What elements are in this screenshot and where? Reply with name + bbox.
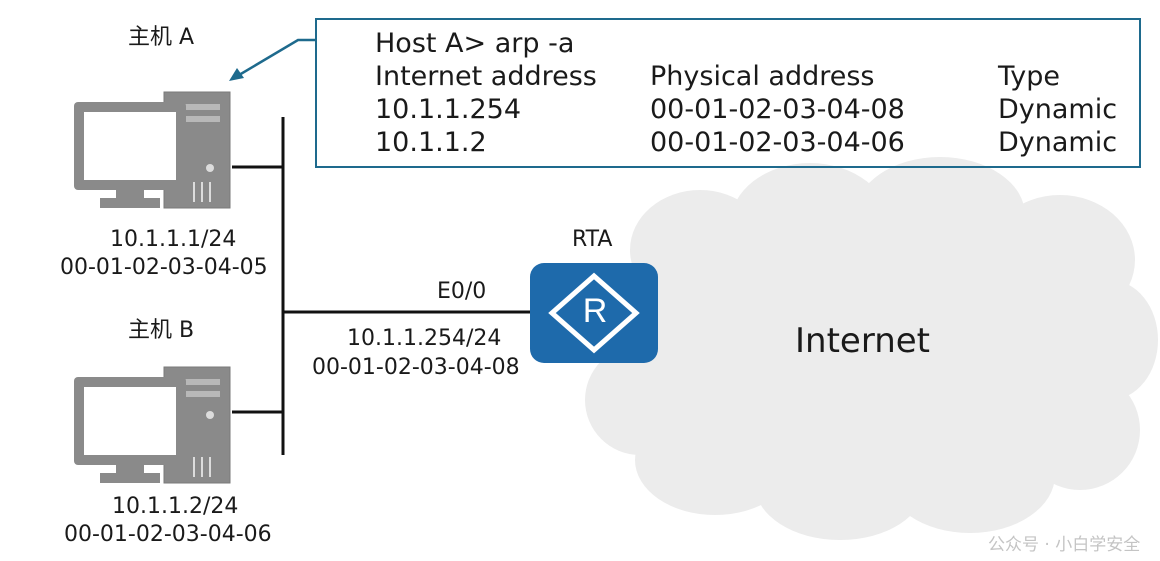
host-b-mac: 00-01-02-03-04-06 [64, 522, 272, 547]
router-icon-letter: R [582, 292, 608, 330]
arp-header-physical-address: Physical address [650, 61, 875, 92]
router-ip: 10.1.1.254/24 [347, 326, 502, 351]
arp-row-type: Dynamic [998, 127, 1118, 158]
arp-row-ip: 10.1.1.254 [375, 94, 521, 125]
arp-row-mac: 00-01-02-03-04-08 [650, 94, 905, 125]
host-b-name: 主机 B [128, 318, 195, 343]
arp-row-ip: 10.1.1.2 [375, 127, 487, 158]
internet-cloud [585, 157, 1158, 540]
arp-row-type: Dynamic [998, 94, 1118, 125]
arp-table-box [315, 18, 1141, 168]
arp-row-mac: 00-01-02-03-04-06 [650, 127, 905, 158]
host-a-name: 主机 A [128, 25, 195, 50]
router-name: RTA [572, 227, 613, 252]
arp-header-type: Type [998, 61, 1061, 92]
bus-links [232, 117, 530, 455]
arp-header-internet-address: Internet address [375, 61, 597, 92]
router-icon [530, 263, 658, 363]
computer-icon [74, 366, 231, 484]
watermark: 公众号 · 小白学安全 [988, 535, 1141, 555]
host-a-ip: 10.1.1.1/24 [110, 227, 237, 252]
router-mac: 00-01-02-03-04-08 [312, 355, 520, 380]
callout-arrow [229, 38, 315, 81]
internet-label: Internet [795, 321, 931, 361]
host-b-ip: 10.1.1.2/24 [112, 494, 239, 519]
computer-icon [74, 91, 231, 209]
router-interface: E0/0 [437, 279, 487, 304]
arp-command: Host A> arp -a [375, 28, 575, 59]
host-a-mac: 00-01-02-03-04-05 [60, 255, 268, 280]
